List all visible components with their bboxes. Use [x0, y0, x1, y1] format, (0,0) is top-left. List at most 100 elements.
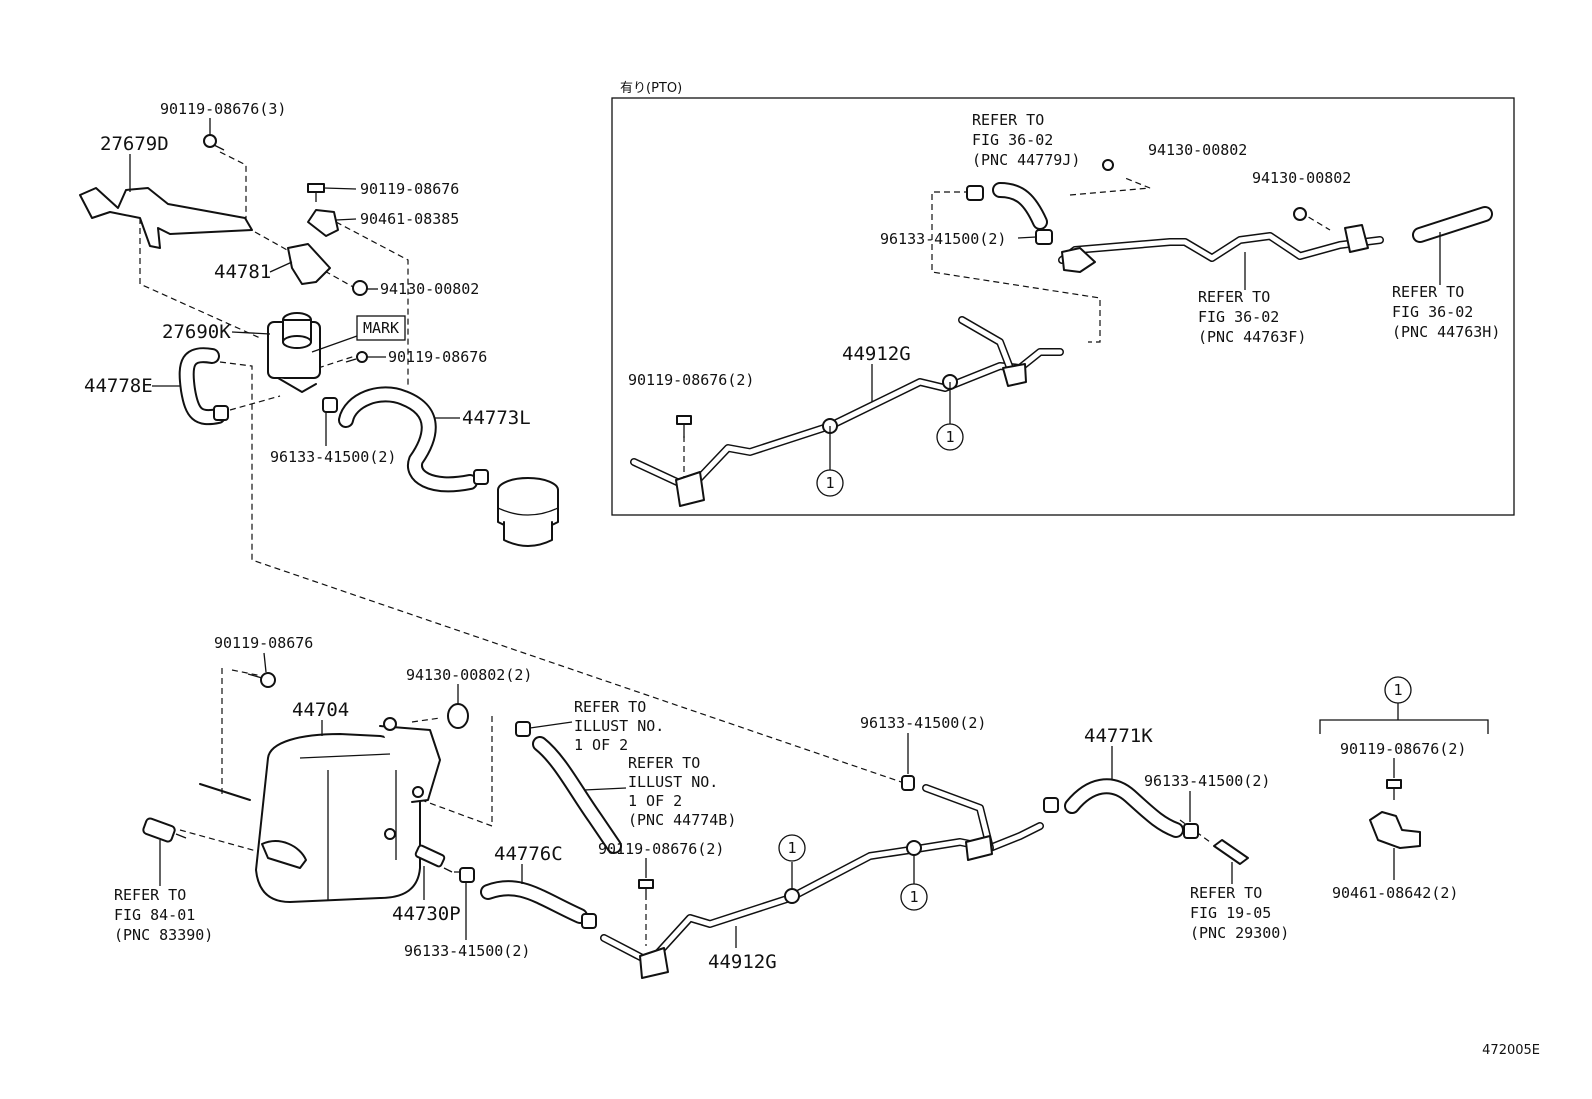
dash-line [231, 669, 263, 677]
bolt-icon [1386, 779, 1402, 800]
leader [323, 187, 357, 190]
callout-legend: 1 90119-08676(2) 90461-08642(2) [1319, 676, 1489, 902]
refer-line: REFER TO [114, 886, 186, 904]
callout-circle [816, 469, 844, 497]
part-label-27690k: 27690K [162, 321, 231, 343]
refer-line: (PNC 44763F) [1198, 328, 1306, 346]
callout-number: 1 [945, 428, 954, 446]
callout-number: 1 [825, 474, 834, 492]
dash-line [335, 221, 409, 386]
pipe-bracket [1002, 363, 1027, 387]
pipe-44763f [1058, 232, 1384, 264]
refer-line: REFER TO [1392, 283, 1464, 301]
nut-icon [352, 280, 368, 296]
pipe-44912g [600, 784, 1044, 966]
mark-label: MARK [363, 319, 399, 337]
clamp-icon [459, 867, 475, 883]
part-label-90119-08676: 90119-08676 [214, 634, 313, 652]
bolt-icon [307, 183, 325, 202]
pto-section: 有り(PTO) [611, 81, 1515, 516]
fitting-44730p [414, 844, 453, 873]
clamp-icon [901, 775, 915, 791]
part-label-94130-00802: 94130-00802 [1252, 169, 1351, 187]
clamp-icon [473, 469, 489, 485]
part-label-44771k: 44771K [1084, 725, 1153, 747]
pto-dash-line [931, 191, 1101, 343]
dash-line [229, 395, 281, 411]
part-label-90119-08676-2: 90119-08676(2) [598, 840, 724, 858]
part-label-90119-08676: 90119-08676(2) [628, 371, 754, 389]
refer-line: REFER TO [574, 698, 646, 716]
refer-line: ILLUST NO. [628, 773, 718, 791]
tank-44704 [199, 717, 441, 903]
part-label-94130-00802-2: 94130-00802(2) [406, 666, 532, 684]
part-label-96133-41500: 96133-41500(2) [404, 942, 530, 960]
hose-44778e [178, 347, 226, 426]
callout-number: 1 [787, 839, 796, 857]
leader [231, 331, 271, 335]
clamp-icon [322, 397, 338, 413]
bolt-icon [676, 415, 692, 438]
legend-bracket [1319, 719, 1489, 734]
clamp-icon [1035, 229, 1053, 245]
part-label-94130-00802: 94130-00802 [1148, 141, 1247, 159]
part-label-90119-08676: 90119-08676 [360, 180, 459, 198]
pipe-end-bracket [1061, 247, 1096, 273]
callout-circle [900, 883, 928, 911]
clamp-icon [581, 913, 597, 929]
leader [269, 261, 293, 273]
leader [1017, 236, 1037, 239]
clamp-icon [1369, 811, 1421, 849]
hose-44774b [532, 736, 622, 854]
refer-line: FIG 84-01 [114, 906, 195, 924]
bolt-icon [247, 672, 276, 688]
callout-number: 1 [1393, 681, 1402, 699]
clamp-icon [515, 721, 531, 737]
dash-line [179, 829, 261, 853]
part-label-90461-08642-2: 90461-08642(2) [1332, 884, 1458, 902]
sensor-icon [142, 817, 187, 843]
pto-title: 有り(PTO) [620, 81, 682, 96]
leader [263, 652, 267, 673]
part-label-96133-41500: 96133-41500(2) [860, 714, 986, 732]
strip-icon [1213, 839, 1249, 865]
junction-dot [906, 840, 922, 856]
pto-dash-line-2 [1069, 177, 1151, 196]
refer-line: REFER TO [1190, 884, 1262, 902]
part-label-94130-00802: 94130-00802 [380, 280, 479, 298]
diagram-number: 472005E [1482, 1043, 1540, 1058]
junction-dot [784, 888, 800, 904]
part-label-44730p: 44730P [392, 903, 461, 925]
refer-line: FIG 36-02 [1198, 308, 1279, 326]
refer-line: 1 OF 2 [628, 792, 682, 810]
part-label-44776c: 44776C [494, 843, 563, 865]
pto-frame [611, 97, 1515, 516]
part-label-44912g: 44912G [708, 951, 777, 973]
clamp-icon [966, 185, 984, 201]
hose-44771k [1064, 778, 1184, 838]
clamp-icon [1183, 823, 1199, 839]
callout-circle [778, 834, 806, 862]
pipe-clip-bracket [1344, 224, 1369, 253]
part-label-96133-41500: 96133-41500(2) [270, 448, 396, 466]
refer-line: (PNC 44779J) [972, 151, 1080, 169]
clamp-icon [1043, 797, 1059, 813]
nut-icon [447, 703, 469, 729]
refer-line: FIG 36-02 [1392, 303, 1473, 321]
dash-line [1179, 819, 1211, 843]
part-label-90119-08676: 90119-08676 [388, 348, 487, 366]
dash-line [415, 716, 493, 827]
pipe-44912g-pto [630, 316, 1064, 492]
refer-line: REFER TO [628, 754, 700, 772]
refer-line: (PNC 29300) [1190, 924, 1289, 942]
bolt-icon [638, 879, 654, 900]
canister-icon [497, 477, 559, 547]
hose-44773l [338, 386, 478, 493]
dash-line [411, 717, 441, 723]
refer-line: 1 OF 2 [574, 736, 628, 754]
refer-line: ILLUST NO. [574, 717, 664, 735]
part-label-96133-41500: 96133-41500(2) [1144, 772, 1270, 790]
refer-line: REFER TO [1198, 288, 1270, 306]
part-label-44781: 44781 [214, 261, 271, 283]
